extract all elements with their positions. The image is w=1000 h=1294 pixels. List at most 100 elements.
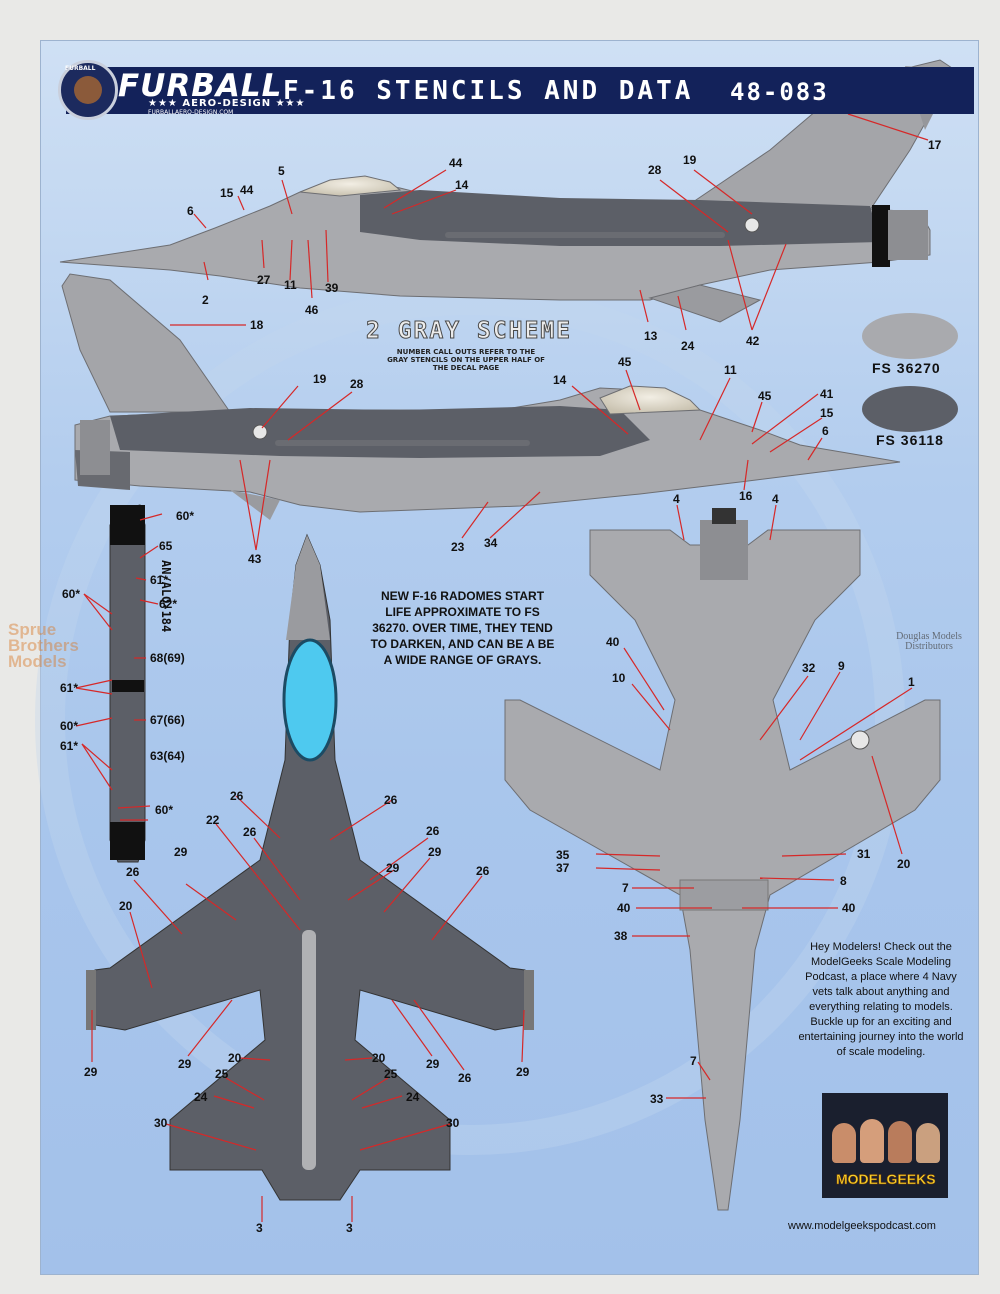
callout-number: 61* [60,739,79,753]
lower-side-profile [61,273,901,520]
callout-number: 24 [194,1090,208,1104]
callout-number: 27 [257,273,271,287]
callout-number: 13 [644,329,658,343]
callout-number: 29 [386,861,400,875]
callout-number: 44 [240,183,254,197]
scheme-title: 2 GRAY SCHEME [365,318,573,345]
callout-number: 14 [553,373,567,387]
callout-number: 29 [516,1065,530,1079]
callout-number: 60* [176,509,195,523]
callout-number: 37 [556,861,570,875]
callout-number: 62* [159,597,178,611]
callout-number: 60* [62,587,81,601]
callout-number: 20 [228,1051,242,1065]
callout-number: 31 [857,847,871,861]
callout-number: 6 [822,424,829,438]
callout-number: 29 [426,1057,440,1071]
callout-number: 29 [428,845,442,859]
swatch-label-fs36118: FS 36118 [876,432,944,448]
callout-number: 15 [220,186,234,200]
callout-number: 30 [154,1116,168,1130]
podcast-promo-text: Hey Modelers! Check out the ModelGeeks S… [798,941,964,1058]
callout-number: 29 [174,845,188,859]
callout-number: 26 [476,864,490,878]
watermark-douglas-models: Douglas Models Distributors [896,631,962,652]
callout-number: 26 [384,793,398,807]
alq-184-pod [109,504,146,863]
callout-number: 3 [256,1221,263,1235]
callout-number: 40 [617,901,631,915]
callout-number: 26 [126,865,140,879]
callout-number: 26 [458,1071,472,1085]
callout-number: 19 [313,372,327,386]
top-planform-view [86,533,534,1201]
callout-number: 11 [284,278,297,292]
callout-number: 25 [384,1067,398,1081]
callout-number: 26 [426,824,440,838]
callout-number: 10 [612,671,626,685]
callout-number: 45 [618,355,632,369]
callout-number: 24 [681,339,695,353]
callout-number: 4 [673,492,680,506]
callout-number: 61* [150,573,169,587]
callout-number: 5 [278,164,285,178]
callout-number: 30 [446,1116,460,1130]
callout-number: 46 [305,303,319,317]
callout-number: 67(66) [150,713,185,727]
host-icon [860,1119,884,1163]
callout-number: 8 [840,874,847,888]
callout-number: 44 [449,156,463,170]
callout-number: 20 [119,899,133,913]
brand-url: FURBALLAERO-DESIGN.COM [148,109,234,116]
brand-sub: ★★★ AERO-DESIGN ★★★ [148,98,306,109]
callout-number: 23 [451,540,465,554]
callout-number: 65 [159,539,173,553]
podcast-label: MODELGEEKS [836,1171,936,1188]
callout-number: 3 [346,1221,353,1235]
callout-number: 32 [802,661,816,675]
callout-number: 29 [178,1057,192,1071]
host-icon [832,1123,856,1163]
callout-number: 60* [155,803,174,817]
callout-number: 22 [206,813,220,827]
callout-number: 63(64) [150,749,185,763]
callout-number: 2 [202,293,209,307]
callout-number: 41 [820,387,834,401]
scheme-note: NUMBER CALL OUTS REFER TO THE GRAY STENC… [387,348,545,372]
logo-emblem-icon [74,76,102,104]
callout-number: 11 [724,363,737,377]
sheet-code: 48-083 [730,78,829,106]
title-banner [66,67,974,114]
swatch-fs36118 [862,386,958,432]
callout-number: 38 [614,929,628,943]
callout-number: 4 [772,492,779,506]
callout-number: 35 [556,848,570,862]
watermark-sprue-brothers: Sprue Brothers Models [8,620,79,671]
host-icon [916,1123,940,1163]
callout-number: 1 [908,675,915,689]
callout-number: 60* [60,719,79,733]
furball-logo: FURBALL [58,60,118,120]
brand-name: FURBALL [118,68,283,104]
callout-number: 40 [606,635,620,649]
callout-number: 39 [325,281,339,295]
callout-number: 28 [350,377,364,391]
podcast-image: MODELGEEKS [822,1093,948,1198]
callout-number: 7 [690,1054,697,1068]
callout-number: 24 [406,1090,420,1104]
callout-number: 17 [928,138,942,152]
callout-number: 33 [650,1092,664,1106]
callout-number: 15 [820,406,834,420]
host-icon [888,1121,912,1163]
podcast-url: www.modelgeekspodcast.com [788,1220,936,1232]
callout-number: 45 [758,389,772,403]
callout-number: 26 [230,789,244,803]
callout-number: 7 [622,881,629,895]
radome-note: NEW F-16 RADOMES START LIFE APPROXIMATE … [370,589,555,667]
callout-number: 6 [187,204,194,218]
callout-number: 28 [648,163,662,177]
callout-number: 26 [243,825,257,839]
callout-number: 20 [372,1051,386,1065]
bottom-planform-view [504,508,941,1211]
